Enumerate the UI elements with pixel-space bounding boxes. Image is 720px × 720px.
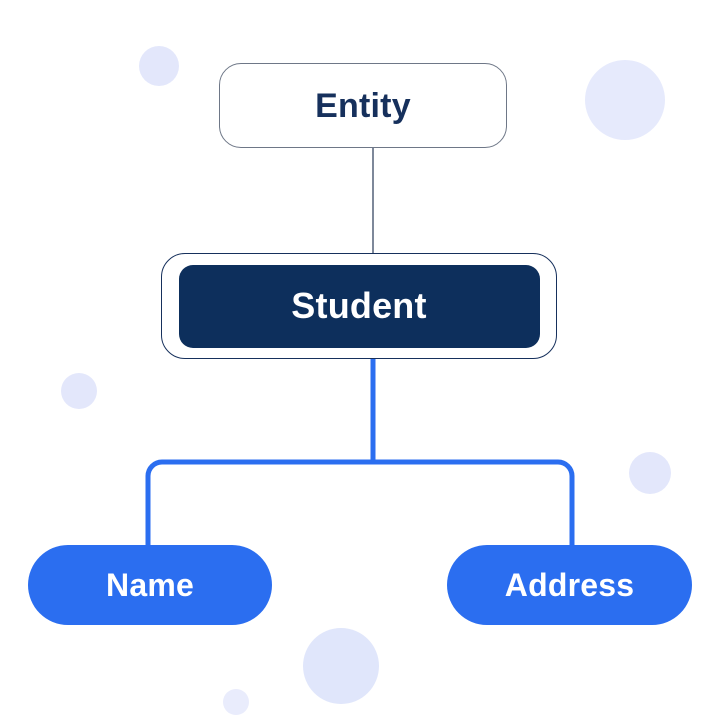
node-student-label: Student: [291, 285, 427, 326]
node-attribute-address[interactable]: Address: [447, 545, 692, 625]
node-entity[interactable]: Entity: [219, 63, 507, 148]
decorative-circle: [223, 689, 249, 715]
decorative-circle: [303, 628, 379, 704]
node-attribute-name[interactable]: Name: [28, 545, 272, 625]
decorative-circle: [139, 46, 179, 86]
decorative-circle: [61, 373, 97, 409]
node-student[interactable]: Student: [161, 253, 557, 359]
node-entity-label: Entity: [315, 86, 411, 125]
node-attribute-name-label: Name: [106, 567, 194, 603]
node-attribute-address-label: Address: [504, 567, 635, 603]
decorative-circle: [629, 452, 671, 494]
decorative-circle: [585, 60, 665, 140]
node-student-fill: Student: [178, 264, 540, 348]
edge-bus-to-address: [373, 459, 575, 552]
edge-bus-to-name: [145, 459, 373, 552]
